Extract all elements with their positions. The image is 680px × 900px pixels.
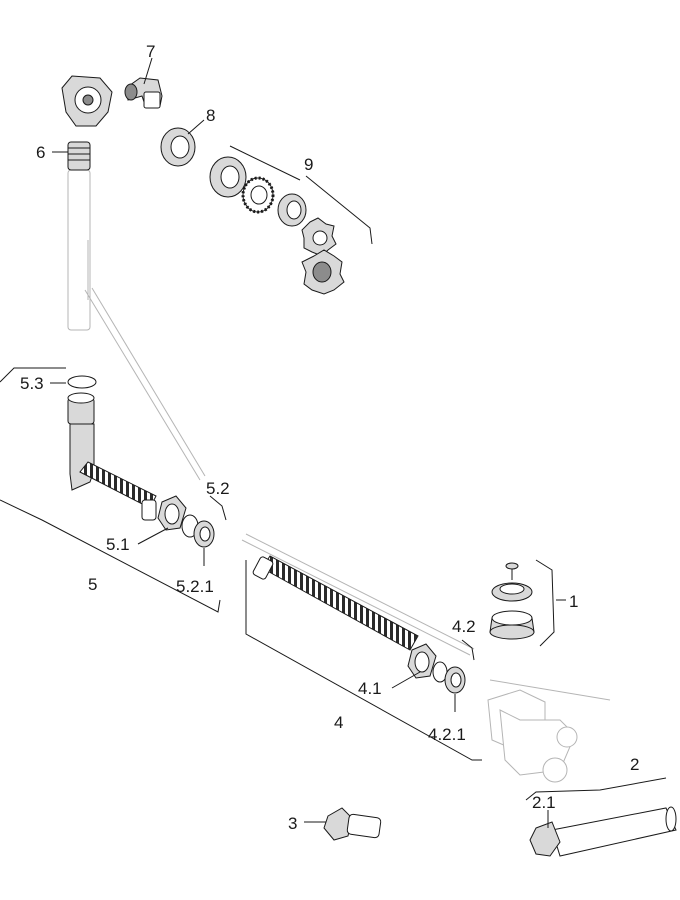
part-5-3-o-ring	[67, 375, 97, 389]
part-1-drain-plug	[489, 562, 535, 640]
callout-4-2: 4.2	[452, 617, 476, 636]
callout-9: 9	[304, 155, 313, 174]
assembly-ghost-outline	[67, 169, 611, 783]
callout-3: 3	[288, 814, 297, 833]
callout-2-1: 2.1	[532, 793, 556, 812]
part-5-overflow-pipe	[67, 392, 157, 521]
part-4-2-1-seal	[444, 666, 466, 694]
part-4-flexible-hose	[252, 555, 419, 651]
callout-4-1: 4.1	[358, 679, 382, 698]
callout-8: 8	[206, 106, 215, 125]
callout-5-2-1: 5.2.1	[176, 577, 214, 596]
callout-5-2: 5.2	[206, 479, 230, 498]
callout-7: 7	[146, 42, 155, 61]
callout-4: 4	[334, 713, 343, 732]
part-5-1-nut	[157, 495, 187, 531]
callout-6: 6	[36, 143, 45, 162]
callout-5-1: 5.1	[106, 535, 130, 554]
part-9-control-set	[209, 156, 345, 295]
callout-4-2-1: 4.2.1	[428, 725, 466, 744]
leader-lines	[0, 57, 667, 828]
part-5-2-1-seal	[193, 520, 215, 548]
callout-labels: 7 6 8 9 5.3 5.2 5.1 5.2.1 5 1 4.2 4.1 4 …	[20, 42, 639, 833]
part-8-ring	[160, 127, 196, 167]
callout-5: 5	[88, 575, 97, 594]
part-6-overflow-head	[61, 75, 113, 171]
callout-2: 2	[630, 755, 639, 774]
part-2-tail-pipe	[529, 806, 677, 857]
part-4-1-nut	[407, 643, 437, 679]
callout-5-3: 5.3	[20, 374, 44, 393]
callout-1: 1	[569, 592, 578, 611]
part-3-connector	[323, 807, 382, 841]
part-7-elbow-fitting	[124, 77, 163, 109]
